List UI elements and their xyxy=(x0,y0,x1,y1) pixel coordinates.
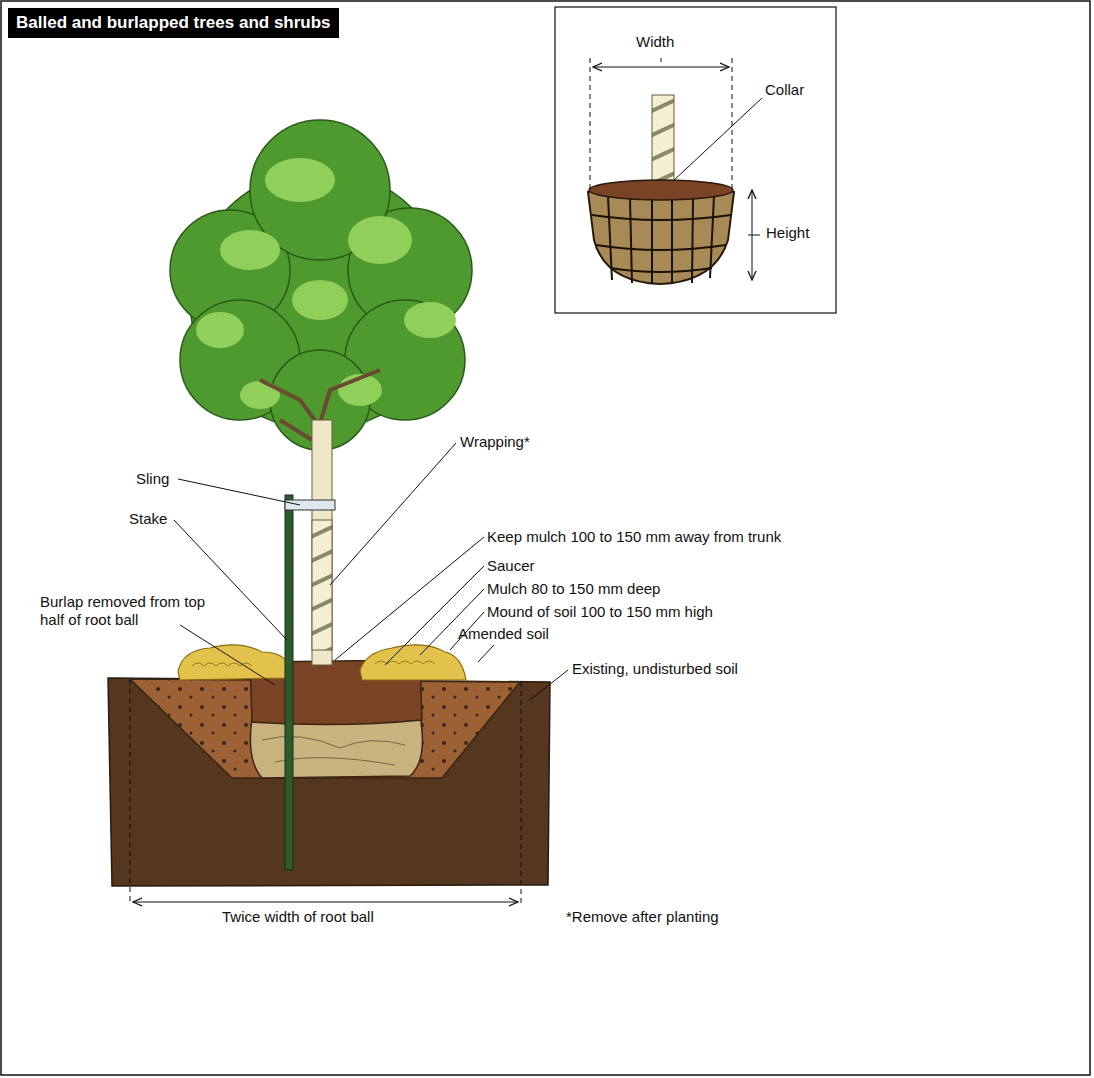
part-label: *Remove after planting xyxy=(566,908,719,926)
part-label: Width xyxy=(636,33,674,51)
part-label: Saucer xyxy=(487,557,535,575)
part-label: Sling xyxy=(136,470,169,488)
part-label: Stake xyxy=(129,510,167,528)
part-label: Mulch 80 to 150 mm deep xyxy=(487,580,660,598)
part-label: Wrapping* xyxy=(460,433,530,451)
part-label: Mound of soil 100 to 150 mm high xyxy=(487,603,713,621)
part-label: Collar xyxy=(765,81,804,99)
part-label: Twice width of root ball xyxy=(222,908,374,926)
part-label: Keep mulch 100 to 150 mm away from trunk xyxy=(487,528,781,546)
part-label: Amended soil xyxy=(458,625,549,643)
part-label: Burlap removed from top half of root bal… xyxy=(40,593,210,629)
part-label: Height xyxy=(766,224,809,242)
title-bar: Balled and burlapped trees and shrubs xyxy=(8,8,339,38)
part-label: Existing, undisturbed soil xyxy=(572,660,738,678)
